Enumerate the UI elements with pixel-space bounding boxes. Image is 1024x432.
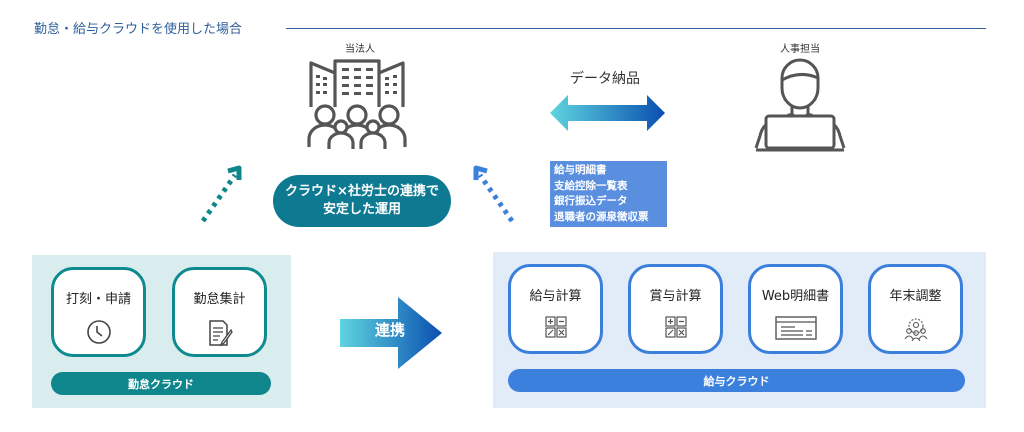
deliverable-item: 支給控除一覧表 <box>554 179 628 192</box>
card-label: 給与計算 <box>529 289 582 304</box>
company-building-people-icon <box>307 59 407 149</box>
card-label: 年末調整 <box>889 289 942 304</box>
card-attendance-total: 勤怠集計 <box>172 267 267 357</box>
link-label: 連携 <box>374 321 405 339</box>
deliverable-item: 給与明細書 <box>554 164 607 176</box>
card-label: 賞与計算 <box>649 289 702 304</box>
double-arrow-icon <box>550 95 665 131</box>
payroll-cloud-bar: 給与クラウド <box>508 369 965 392</box>
calculator-icon <box>544 316 567 338</box>
payslip-icon <box>774 316 817 340</box>
deliverable-item: 銀行振込データ <box>554 195 628 207</box>
data-delivery-label: データ納品 <box>570 71 640 87</box>
card-label: Web明細書 <box>761 289 830 304</box>
hr-label: 人事担当 <box>780 44 820 55</box>
card-bonus-calc: 賞与計算 <box>628 264 723 354</box>
pill-line-2: 安定した運用 <box>322 202 401 217</box>
calculator-icon <box>664 316 687 338</box>
attendance-cloud-bar: 勤怠クラウド <box>51 372 271 395</box>
deliverables-list: 給与明細書 支給控除一覧表 銀行振込データ 退職者の源泉徴収票 <box>550 161 667 227</box>
dotted-arrow-up-left-blue-icon <box>473 165 515 223</box>
card-payroll-calc: 給与計算 <box>508 264 603 354</box>
dotted-arrow-up-right-teal-icon <box>200 165 242 223</box>
document-edit-icon <box>208 320 233 347</box>
link-arrow-icon <box>340 297 442 369</box>
card-web-payslip: Web明細書 <box>748 264 843 354</box>
company-label: 当法人 <box>345 44 375 55</box>
payroll-cloud-panel: 給与計算 賞与計算 Web明細書 年末調整 給与クラウド <box>493 252 986 408</box>
pill-line-1: クラウド×社労士の連携で <box>285 184 439 199</box>
card-year-end-adjustment: 年末調整 <box>868 264 963 354</box>
people-gear-icon <box>904 318 927 342</box>
person-laptop-icon <box>754 58 846 152</box>
diagram-title: 勤怠・給与クラウドを使用した場合 <box>34 22 243 37</box>
attendance-cloud-panel: 打刻・申請 勤怠集計 勤怠クラウド <box>32 255 291 408</box>
cloud-sharoushi-pill: クラウド×社労士の連携で 安定した運用 <box>273 175 451 227</box>
card-label: 打刻・申請 <box>65 292 131 307</box>
card-clock-in: 打刻・申請 <box>51 267 146 357</box>
card-label: 勤怠集計 <box>193 292 246 307</box>
clock-icon <box>86 320 111 344</box>
deliverable-item: 退職者の源泉徴収票 <box>554 210 649 223</box>
title-divider <box>286 28 986 29</box>
